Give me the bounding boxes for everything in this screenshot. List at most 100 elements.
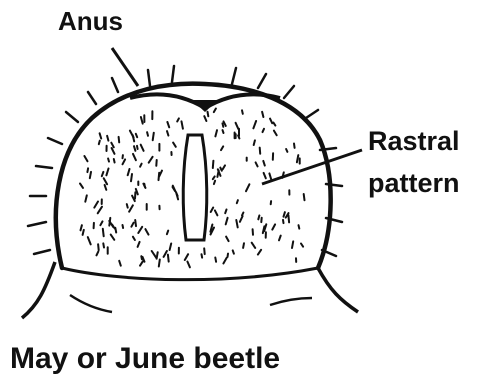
seta-mark xyxy=(34,250,50,254)
seta-mark xyxy=(148,70,150,86)
seta-mark xyxy=(129,205,133,211)
seta-mark xyxy=(256,162,258,166)
seta-mark xyxy=(111,143,114,148)
seta-mark xyxy=(123,225,124,228)
seta-mark xyxy=(138,242,140,247)
seta-mark xyxy=(306,110,318,118)
seta-mark xyxy=(149,157,153,163)
seta-mark xyxy=(85,195,87,201)
seta-mark xyxy=(215,210,218,215)
seta-mark xyxy=(145,229,148,235)
anus-leader-line xyxy=(112,48,138,86)
seta-mark xyxy=(252,243,256,248)
seta-mark xyxy=(185,254,188,260)
seta-mark xyxy=(137,146,138,149)
seta-mark xyxy=(128,169,130,175)
seta-mark xyxy=(236,220,237,227)
seta-mark xyxy=(98,244,99,250)
lower-left-outline xyxy=(22,262,55,318)
seta-mark xyxy=(172,66,174,82)
seta-mark xyxy=(133,154,136,160)
seta-mark xyxy=(48,138,62,144)
seta-mark xyxy=(223,130,224,133)
seta-mark xyxy=(288,215,289,222)
seta-mark xyxy=(204,248,205,254)
seta-mark xyxy=(260,148,261,154)
seta-mark xyxy=(233,250,234,253)
seta-mark xyxy=(109,218,110,226)
seta-mark xyxy=(253,121,256,128)
seta-mark xyxy=(100,133,102,138)
seta-mark xyxy=(182,121,183,128)
seta-mark xyxy=(147,132,148,136)
seta-mark xyxy=(135,220,136,226)
seta-mark xyxy=(258,250,261,255)
seta-mark xyxy=(90,172,91,178)
seta-mark xyxy=(254,140,255,145)
seta-mark xyxy=(204,116,206,121)
seta-mark xyxy=(119,261,121,266)
seta-mark xyxy=(88,237,91,244)
seta-mark xyxy=(215,130,217,136)
seta-mark xyxy=(213,161,214,168)
anus-label: Anus xyxy=(58,8,123,34)
seta-mark xyxy=(220,168,222,171)
rastral-label-line1: Rastral xyxy=(368,128,460,155)
seta-mark xyxy=(84,156,87,161)
seta-mark xyxy=(264,173,266,178)
seta-mark xyxy=(140,164,142,167)
seta-mark xyxy=(232,68,236,84)
central-ridge xyxy=(183,135,207,240)
seta-mark xyxy=(66,112,78,122)
seta-mark xyxy=(105,185,107,190)
lower-right-outline xyxy=(318,268,358,312)
seta-mark xyxy=(112,225,115,229)
seta-mark xyxy=(100,221,102,225)
seta-mark xyxy=(102,172,104,176)
seta-mark xyxy=(304,194,305,200)
seta-mark xyxy=(127,204,128,208)
seta-mark xyxy=(187,262,190,268)
segment-line xyxy=(62,268,318,280)
seta-mark xyxy=(226,218,228,225)
seta-mark xyxy=(272,224,275,229)
seta-mark xyxy=(136,134,137,137)
seta-mark xyxy=(283,220,284,223)
rastral-leader-line xyxy=(262,150,362,184)
seta-mark xyxy=(104,178,107,184)
seta-mark xyxy=(246,184,249,191)
lower-fold-right xyxy=(270,298,312,305)
seta-mark xyxy=(167,131,168,136)
seta-mark xyxy=(202,254,203,257)
seta-mark xyxy=(286,149,287,152)
seta-mark xyxy=(153,133,154,141)
seta-mark xyxy=(214,109,216,113)
seta-mark xyxy=(226,237,229,242)
diagram-caption: May or June beetle xyxy=(10,344,280,374)
seta-mark xyxy=(221,146,223,150)
seta-mark xyxy=(213,176,215,179)
seta-mark xyxy=(87,168,88,172)
seta-mark xyxy=(284,212,285,217)
seta-mark xyxy=(141,117,143,124)
seta-mark xyxy=(99,141,100,145)
seta-mark xyxy=(112,148,115,154)
seta-mark xyxy=(258,215,259,219)
seta-mark xyxy=(88,92,96,104)
seta-mark xyxy=(258,74,266,88)
seta-mark xyxy=(134,146,135,151)
seta-mark xyxy=(108,159,109,162)
seta-mark xyxy=(83,230,84,235)
seta-mark xyxy=(130,131,134,138)
seta-mark xyxy=(164,251,167,257)
seta-mark xyxy=(138,227,142,233)
seta-mark xyxy=(103,243,104,247)
seta-mark xyxy=(279,236,281,241)
seta-mark xyxy=(173,143,176,147)
setae-inner xyxy=(80,109,305,268)
seta-mark xyxy=(211,208,214,213)
seta-mark xyxy=(167,231,168,235)
seta-mark xyxy=(133,237,135,240)
lower-fold-left xyxy=(70,295,112,312)
seta-mark xyxy=(119,137,120,143)
